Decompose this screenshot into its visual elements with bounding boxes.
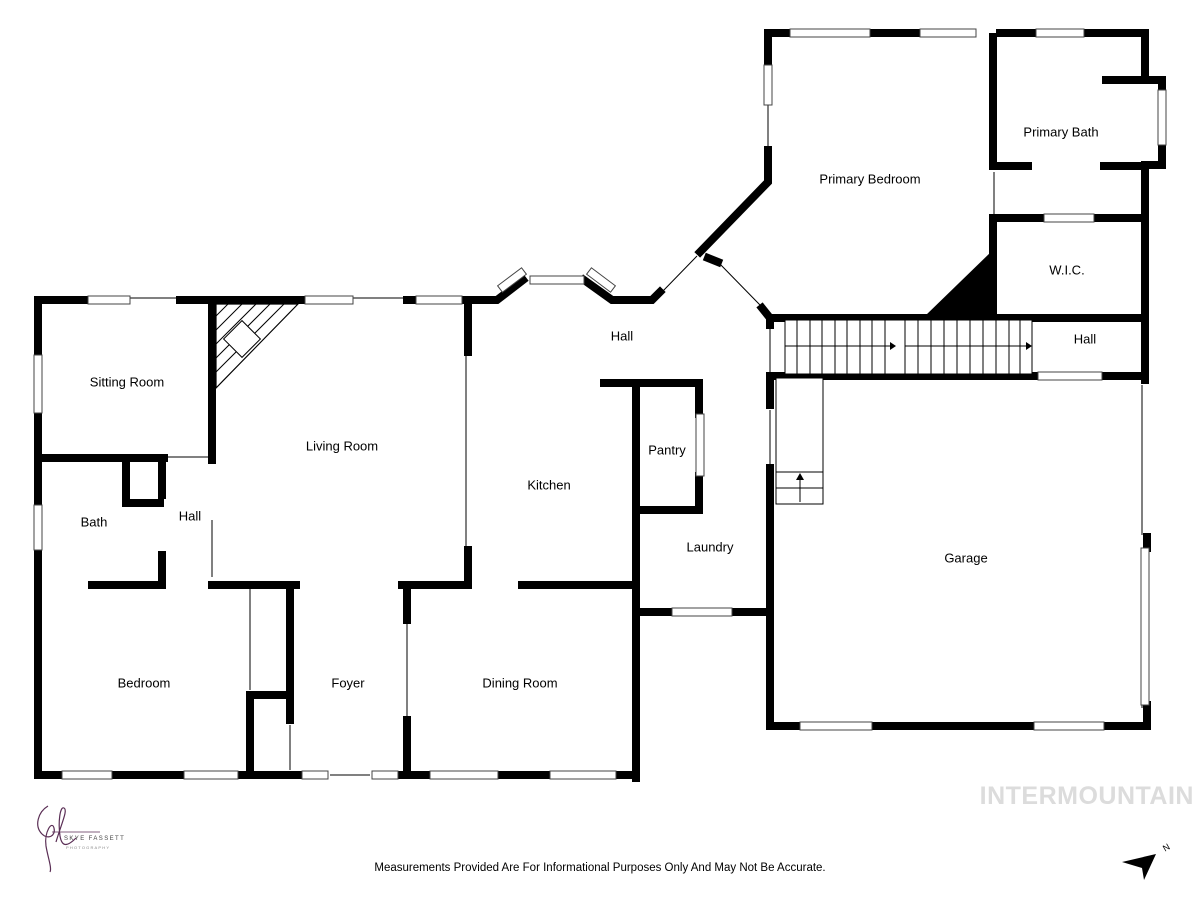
room-label-bath: Bath: [81, 514, 108, 529]
room-label-primary-bedroom: Primary Bedroom: [819, 171, 920, 186]
compass-arrow-icon: N: [1122, 842, 1172, 880]
room-label-pantry: Pantry: [648, 442, 686, 457]
room-label-hall-left: Hall: [179, 508, 202, 523]
room-label-laundry: Laundry: [687, 539, 734, 554]
compass-label: N: [1161, 842, 1172, 854]
room-label-hall-right: Hall: [1074, 331, 1097, 346]
fireplace: [215, 303, 300, 390]
room-label-primary-bath: Primary Bath: [1023, 124, 1098, 139]
logo-name: SKYE FASSETT: [64, 836, 126, 842]
watermark: INTERMOUNTAIN: [979, 782, 1194, 810]
photographer-logo: [37, 805, 100, 873]
staircase: [784, 319, 1033, 375]
windows: [33, 28, 1167, 780]
room-label-wic: W.I.C.: [1049, 262, 1084, 277]
room-label-dining-room: Dining Room: [482, 675, 557, 690]
room-label-garage: Garage: [944, 550, 987, 565]
room-label-kitchen: Kitchen: [527, 477, 570, 492]
garage-steps: [775, 377, 824, 505]
room-label-foyer: Foyer: [331, 675, 365, 690]
logo-subtitle: PHOTOGRAPHY: [66, 845, 111, 850]
disclaimer: Measurements Provided Are For Informatio…: [374, 862, 826, 874]
room-label-sitting-room: Sitting Room: [90, 374, 164, 389]
room-label-bedroom: Bedroom: [118, 675, 171, 690]
room-label-living-room: Living Room: [306, 438, 378, 453]
walls: [34, 29, 1166, 782]
room-label-hall-center: Hall: [611, 328, 634, 343]
closet-fill: [925, 250, 993, 316]
